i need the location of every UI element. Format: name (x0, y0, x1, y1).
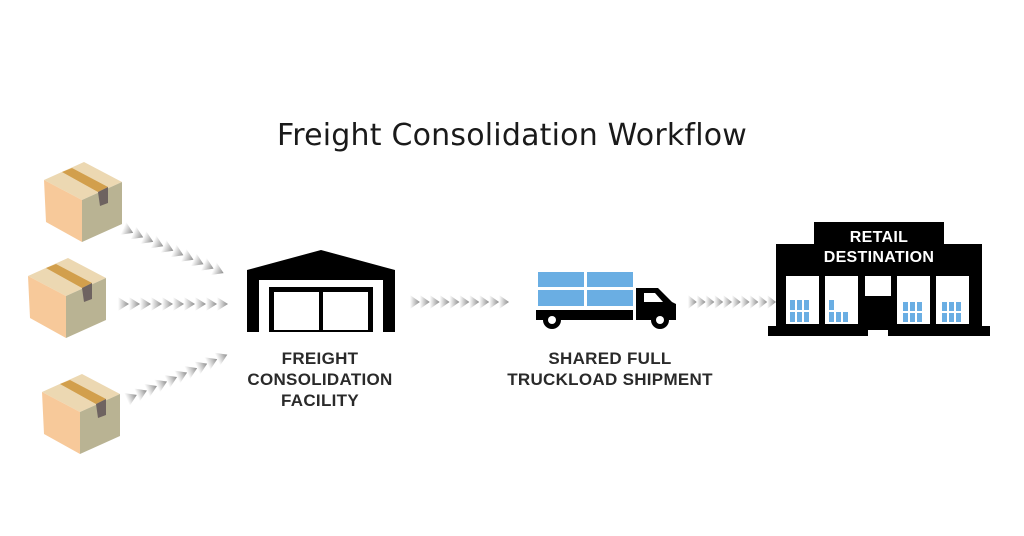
diagram-title: Freight Consolidation Workflow (276, 118, 748, 153)
arrow-facility-to-truck (410, 295, 509, 309)
package-box-icon (44, 162, 122, 242)
arrow-package2-to-facility (118, 297, 228, 311)
storefront-icon: RETAIL DESTINATION (768, 222, 990, 338)
retail-sign-line: DESTINATION (823, 249, 935, 266)
facility-label-line: CONSOLIDATION (247, 370, 393, 389)
package-box-icon (42, 374, 120, 454)
truck-icon (536, 272, 676, 329)
retail-sign: RETAIL DESTINATION (808, 228, 950, 268)
arrow-package1-to-facility (120, 222, 227, 280)
truck-label: SHARED FULL TRUCKLOAD SHIPMENT (470, 348, 750, 390)
arrow-truck-to-retail (688, 295, 776, 309)
package-box-icon (28, 258, 106, 338)
warehouse-icon (247, 250, 395, 332)
truck-label-line: SHARED FULL (548, 349, 672, 368)
facility-label: FREIGHT CONSOLIDATION FACILITY (225, 348, 415, 411)
truck-label-line: TRUCKLOAD SHIPMENT (507, 370, 713, 389)
facility-label-line: FACILITY (281, 391, 359, 410)
facility-label-line: FREIGHT (281, 349, 359, 368)
retail-sign-line: RETAIL (849, 229, 909, 246)
